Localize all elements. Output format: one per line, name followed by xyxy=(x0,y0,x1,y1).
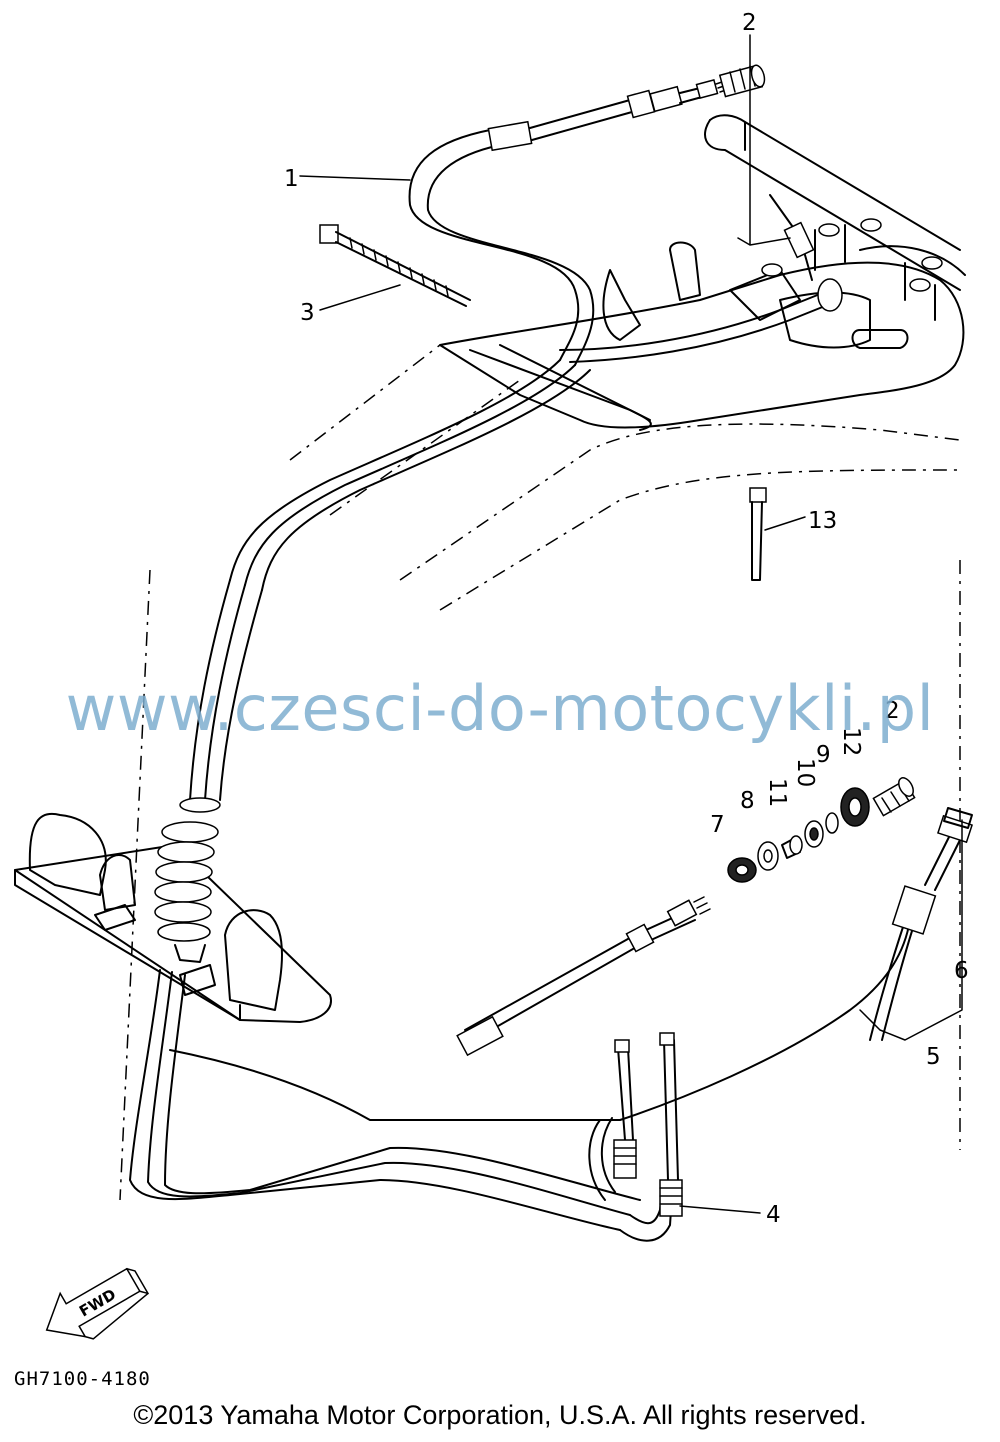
callout-13: 13 xyxy=(808,508,837,534)
steering-end-6 xyxy=(869,807,973,1041)
callout-3: 3 xyxy=(300,300,315,326)
diagram-part-code: GH7100-4180 xyxy=(14,1368,151,1390)
callout-4: 4 xyxy=(766,1202,781,1228)
leader-lines xyxy=(299,34,963,1214)
bellows-boot xyxy=(154,797,221,963)
callout-2-lower: 2 xyxy=(885,698,900,724)
callout-11: 11 xyxy=(764,778,790,807)
callout-10: 10 xyxy=(792,758,818,787)
callout-8: 8 xyxy=(740,788,755,814)
steering-cable-5 xyxy=(169,896,911,1201)
copyright-notice: ©2013 Yamaha Motor Corporation, U.S.A. A… xyxy=(133,1400,867,1430)
callout-5: 5 xyxy=(926,1044,941,1070)
cable-4 xyxy=(613,1032,683,1217)
callout-2-top: 2 xyxy=(742,10,757,36)
adjuster-nut-top xyxy=(718,64,766,98)
callout-7: 7 xyxy=(710,812,725,838)
throttle-cable xyxy=(408,78,727,366)
callout-9: 9 xyxy=(816,742,831,768)
washer-9 xyxy=(825,812,839,834)
cable-tie-13 xyxy=(749,487,767,581)
cable-bundle-upper xyxy=(229,194,843,591)
callout-6: 6 xyxy=(954,958,969,984)
callout-12: 12 xyxy=(838,727,864,756)
cable-bundle-lower xyxy=(189,579,263,801)
bottom-cable-run xyxy=(129,969,673,1242)
cable-tie-3 xyxy=(319,224,471,307)
watermark-text: www.czesci-do-motocykli.pl xyxy=(65,672,935,745)
callout-labels: 1 2 3 13 2 12 9 10 11 8 7 6 5 4 xyxy=(284,10,969,1228)
fwd-arrow: FWD xyxy=(45,1267,149,1340)
steering-console xyxy=(439,114,966,431)
hardware-stack xyxy=(727,777,916,883)
callout-1: 1 xyxy=(284,166,299,192)
lower-bracket xyxy=(14,812,332,1023)
hull-outline xyxy=(119,344,961,1201)
